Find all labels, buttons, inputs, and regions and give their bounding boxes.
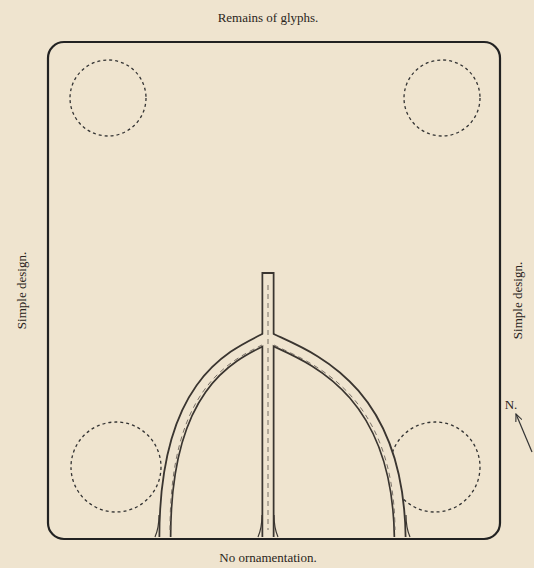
edge-note: Simple design. — [512, 261, 525, 338]
branch-design — [155, 272, 410, 538]
north-label: N. — [505, 398, 518, 411]
edge-note: No ornamentation. — [219, 551, 316, 564]
stone-outline — [48, 42, 500, 539]
north-arrow — [516, 414, 532, 452]
edge-note: Simple design. — [16, 251, 29, 328]
edge-note: Remains of glyphs. — [218, 11, 319, 24]
glyph-circles — [70, 60, 480, 512]
